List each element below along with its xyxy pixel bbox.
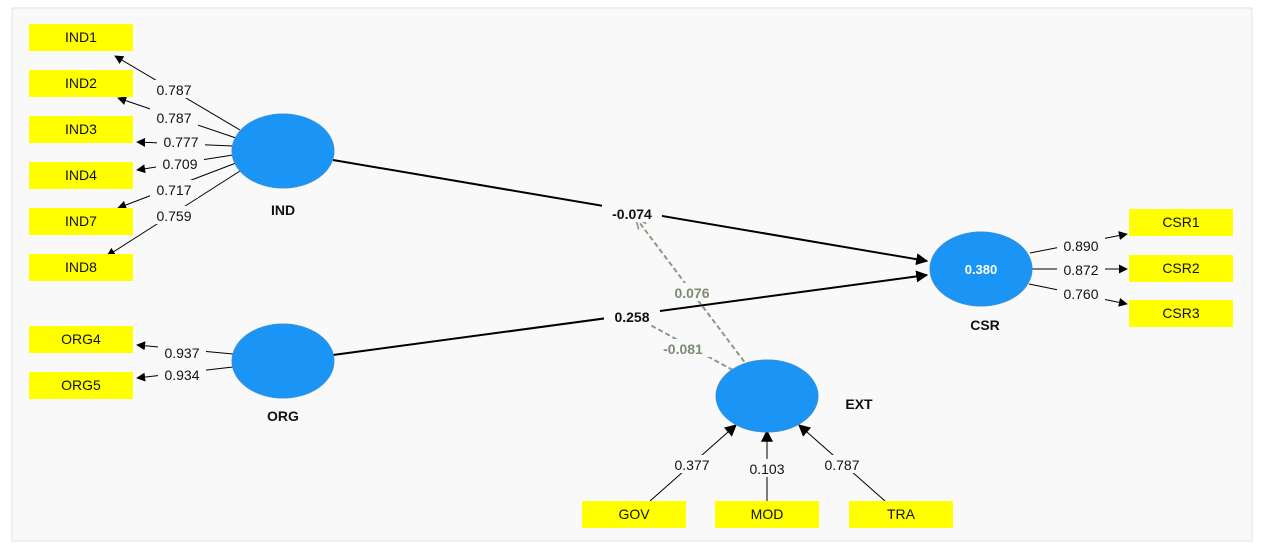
moderation-org-csr: -0.081 bbox=[663, 341, 703, 357]
constructs: IND ORG 0.380 CSR EXT bbox=[231, 113, 1033, 433]
indicator-gov[interactable]: GOV bbox=[582, 501, 686, 528]
weight-bg-mod bbox=[743, 459, 791, 477]
edge-ext-ind-csr bbox=[636, 218, 750, 369]
path-ind-csr: -0.074 bbox=[612, 206, 652, 222]
moderation-bg-org bbox=[654, 339, 712, 357]
weight-bg-gov bbox=[668, 455, 716, 473]
moderation-bg-ind bbox=[666, 283, 718, 301]
indicator-tra[interactable]: TRA bbox=[849, 501, 953, 528]
indicator-label: ORG5 bbox=[61, 377, 101, 393]
loading-bg-ind7 bbox=[150, 180, 198, 198]
loading-ind3: 0.777 bbox=[163, 134, 198, 150]
r-squared-csr: 0.380 bbox=[965, 262, 998, 277]
construct-ind[interactable] bbox=[231, 113, 335, 189]
indicator-ind7[interactable]: IND7 bbox=[29, 208, 133, 235]
indicator-label: CSR3 bbox=[1162, 305, 1200, 321]
indicator-ind2[interactable]: IND2 bbox=[29, 70, 133, 97]
org-loadings: 0.937 0.934 bbox=[136, 341, 234, 383]
structural-paths: -0.074 0.258 bbox=[332, 159, 929, 356]
indicator-csr2[interactable]: CSR2 bbox=[1129, 255, 1233, 282]
indicator-label: ORG4 bbox=[61, 331, 101, 347]
indicator-label: IND2 bbox=[65, 75, 97, 91]
indicator-label: MOD bbox=[751, 506, 784, 522]
indicator-label: CSR2 bbox=[1162, 260, 1200, 276]
path-org-csr: 0.258 bbox=[614, 309, 649, 325]
loading-ind7: 0.717 bbox=[156, 182, 191, 198]
loading-org5: 0.934 bbox=[164, 367, 199, 383]
indicator-ind3[interactable]: IND3 bbox=[29, 116, 133, 143]
loading-bg-ind3 bbox=[157, 132, 205, 150]
loading-bg-csr2 bbox=[1057, 260, 1105, 278]
loading-ind4: 0.709 bbox=[162, 156, 197, 172]
indicator-label: IND3 bbox=[65, 121, 97, 137]
loading-bg-ind8 bbox=[150, 206, 198, 224]
csr-loadings: 0.890 0.872 0.760 bbox=[1028, 231, 1128, 307]
construct-label-ext: EXT bbox=[845, 396, 873, 412]
indicator-label: CSR1 bbox=[1162, 214, 1200, 230]
indicator-org4[interactable]: ORG4 bbox=[29, 326, 133, 353]
weight-tra: 0.787 bbox=[824, 457, 859, 473]
indicator-csr1[interactable]: CSR1 bbox=[1129, 209, 1233, 236]
construct-ext[interactable] bbox=[715, 359, 819, 433]
indicator-label: IND7 bbox=[65, 213, 97, 229]
indicator-boxes: IND1 IND2 IND3 IND4 IND7 IND8 ORG4 ORG5 bbox=[29, 24, 1233, 528]
moderation-ind-csr: 0.076 bbox=[674, 285, 709, 301]
loading-csr1: 0.890 bbox=[1063, 238, 1098, 254]
loading-bg-csr3 bbox=[1057, 284, 1105, 302]
weight-mod: 0.103 bbox=[749, 461, 784, 477]
edge-ext-org-csr bbox=[642, 320, 741, 375]
weight-bg-tra bbox=[818, 455, 866, 473]
indicator-org5[interactable]: ORG5 bbox=[29, 372, 133, 399]
ext-weights: 0.377 0.103 0.787 bbox=[649, 424, 886, 502]
ind-loadings: 0.787 0.787 0.777 0.709 0.717 0.759 bbox=[106, 55, 241, 257]
loading-bg-org5 bbox=[158, 365, 206, 383]
indicator-ind4[interactable]: IND4 bbox=[29, 162, 133, 189]
loading-bg-ind1 bbox=[150, 80, 198, 98]
indicator-csr3[interactable]: CSR3 bbox=[1129, 300, 1233, 327]
path-bg-ind-csr bbox=[602, 204, 662, 222]
construct-csr[interactable]: 0.380 bbox=[929, 231, 1033, 307]
loading-bg-csr1 bbox=[1057, 236, 1105, 254]
construct-label-csr: CSR bbox=[970, 317, 1000, 333]
loading-bg-org4 bbox=[158, 343, 206, 361]
indicator-label: IND1 bbox=[65, 29, 97, 45]
moderating-effects: 0.076 -0.081 bbox=[636, 218, 750, 375]
construct-label-ind: IND bbox=[271, 202, 295, 218]
weight-gov: 0.377 bbox=[674, 457, 709, 473]
loading-bg-ind2 bbox=[150, 108, 198, 126]
construct-org[interactable] bbox=[231, 323, 335, 399]
indicator-label: TRA bbox=[887, 506, 916, 522]
indicator-label: GOV bbox=[618, 506, 650, 522]
loading-csr2: 0.872 bbox=[1063, 262, 1098, 278]
loading-ind2: 0.787 bbox=[156, 110, 191, 126]
loading-ind1: 0.787 bbox=[156, 82, 191, 98]
loading-csr3: 0.760 bbox=[1063, 286, 1098, 302]
loading-bg-ind4 bbox=[156, 154, 204, 172]
indicator-label: IND8 bbox=[65, 259, 97, 275]
indicator-mod[interactable]: MOD bbox=[715, 501, 819, 528]
canvas-frame bbox=[11, 7, 1253, 542]
indicator-ind1[interactable]: IND1 bbox=[29, 24, 133, 51]
indicator-ind8[interactable]: IND8 bbox=[29, 254, 133, 281]
loading-org4: 0.937 bbox=[164, 345, 199, 361]
indicator-label: IND4 bbox=[65, 167, 97, 183]
loading-ind8: 0.759 bbox=[156, 208, 191, 224]
construct-label-org: ORG bbox=[267, 408, 299, 424]
path-bg-org-csr bbox=[604, 307, 660, 325]
